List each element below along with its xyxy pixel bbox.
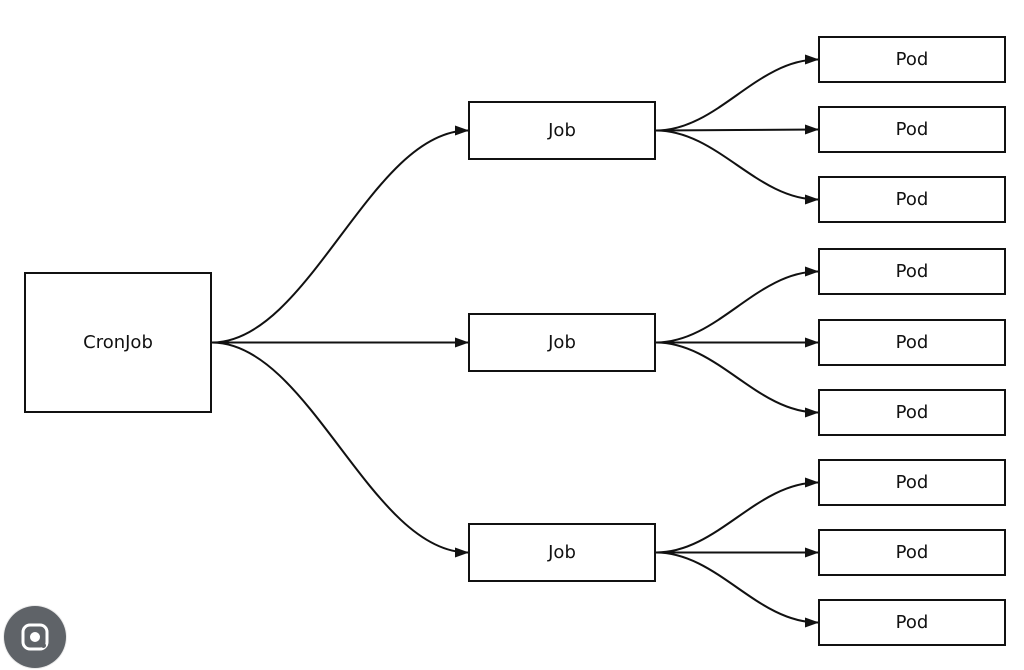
pod-label-3-1: Pod [895,471,929,493]
job-label-2: Job [548,331,576,353]
pod-label-3-3: Pod [895,611,929,633]
edge-job-1-to-pod-1-3 [655,129,819,205]
edge-job-3-to-pod-3-1 [655,477,819,554]
job-node-2: Job [468,313,656,372]
job-label-3: Job [548,541,576,563]
pod-node-1-1: Pod [818,36,1006,83]
pod-label-2-1: Pod [895,260,929,282]
pod-node-3-2: Pod [818,529,1006,576]
job-node-1: Job [468,101,656,160]
pod-label-2-3: Pod [895,401,929,423]
edge-job-3-to-pod-3-3 [655,551,819,628]
pod-label-1-3: Pod [895,188,929,210]
google-lens-button[interactable] [4,606,66,668]
pod-node-2-2: Pod [818,319,1006,366]
google-lens-icon [21,623,49,651]
edge-job-1-to-pod-1-2 [655,124,819,135]
job-label-1: Job [548,119,576,141]
pod-node-1-3: Pod [818,176,1006,223]
edge-job-2-to-pod-2-3 [655,341,819,418]
pod-node-3-1: Pod [818,459,1006,506]
pod-node-3-3: Pod [818,599,1006,646]
edge-cronjob-to-job-3 [211,341,469,558]
job-node-3: Job [468,523,656,582]
cronjob-node: CronJob [24,272,212,413]
pod-node-2-3: Pod [818,389,1006,436]
pod-label-2-2: Pod [895,331,929,353]
edge-job-2-to-pod-2-1 [655,266,819,344]
pod-label-1-2: Pod [895,118,929,140]
edge-cronjob-to-job-1 [211,125,469,344]
pod-label-1-1: Pod [895,48,929,70]
pod-label-3-2: Pod [895,541,929,563]
edge-job-1-to-pod-1-1 [655,54,819,132]
pod-node-2-1: Pod [818,248,1006,295]
pod-node-1-2: Pod [818,106,1006,153]
cronjob-label: CronJob [83,331,153,353]
